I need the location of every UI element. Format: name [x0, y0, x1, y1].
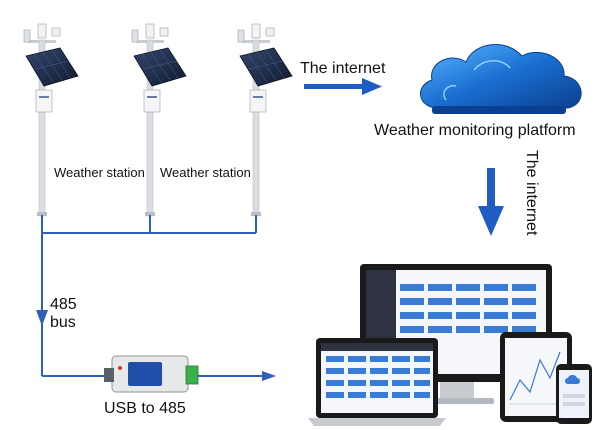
bus-wiring	[41, 215, 262, 377]
internet-arrow-right	[304, 78, 382, 95]
converter-out-arrow	[262, 371, 276, 381]
weather-station-icon-3	[237, 23, 293, 217]
usb-converter-label: USB to 485	[104, 400, 186, 417]
phone-device	[556, 364, 592, 424]
station-label-2: Weather station	[160, 165, 251, 180]
cloud-icon	[420, 44, 582, 114]
bus-down-arrow	[36, 310, 48, 326]
bus-label-line2: bus	[50, 314, 76, 331]
bus-label: 485 bus	[50, 296, 77, 332]
internet-arrow-down	[478, 168, 504, 236]
internet-label-side: The internet	[523, 150, 540, 236]
bus-label-line1: 485	[50, 296, 77, 313]
usb-485-converter-icon	[104, 355, 199, 393]
internet-label-top: The internet	[300, 60, 386, 77]
weather-station-icon-2	[131, 23, 187, 217]
weather-station-icon-1	[23, 23, 79, 217]
laptop-device	[308, 338, 446, 426]
platform-label: Weather monitoring platform	[374, 122, 576, 139]
station-label-1: Weather station	[54, 165, 145, 180]
